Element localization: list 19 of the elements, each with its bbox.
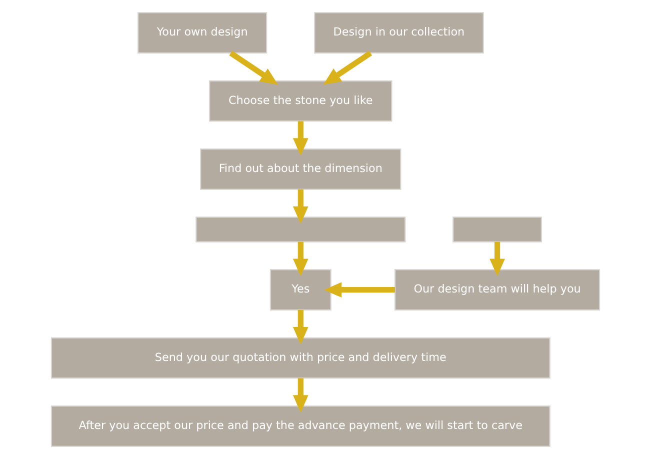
arrow: [324, 282, 394, 298]
node-box: Find out about the dimension: [200, 148, 401, 190]
arrow: [228, 50, 278, 85]
node-box: After you accept our price and pay the advance payment, we will start to carve: [50, 405, 550, 447]
arrow: [292, 378, 308, 413]
arrow: [292, 189, 308, 224]
node-box: Choose the stone you like: [208, 80, 392, 122]
node-box: Your own design: [137, 12, 267, 54]
arrow: [489, 242, 504, 276]
node-box: Our design team will help you: [394, 269, 600, 310]
node-box: [195, 216, 406, 242]
arrow: [292, 242, 308, 276]
node-box: Yes: [269, 269, 331, 310]
node-box: [452, 216, 542, 242]
arrow: [292, 310, 308, 345]
arrow: [322, 50, 372, 85]
arrow: [292, 121, 308, 156]
node-box: Design in our collection: [314, 12, 484, 54]
node-box: Send you our quotation with price and delivery time: [50, 337, 550, 379]
